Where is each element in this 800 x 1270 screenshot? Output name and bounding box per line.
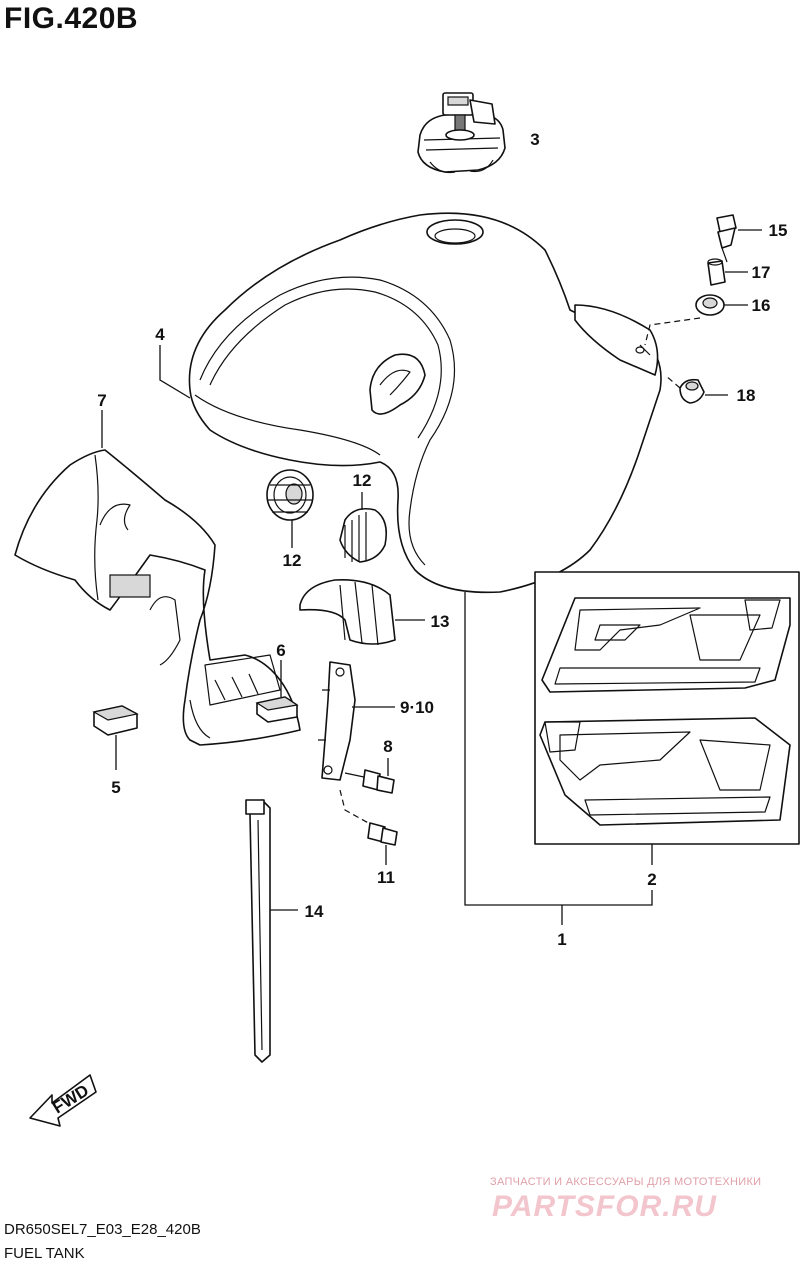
watermark-tagline: ЗАПЧАСТИ И АКСЕССУАРЫ ДЛЯ МОТОТЕХНИКИ bbox=[490, 1176, 762, 1188]
callout-part-12-upper: 12 bbox=[283, 551, 302, 570]
callout-part-18: 18 bbox=[737, 386, 756, 405]
dashed-line-8-11 bbox=[339, 789, 373, 826]
callout-part-2: 2 bbox=[647, 870, 656, 889]
cushion-part-12-lower[interactable] bbox=[339, 507, 388, 563]
callout-part-7: 7 bbox=[97, 391, 106, 410]
callout-part-9-10: 9·10 bbox=[400, 698, 434, 717]
bolt-part-11[interactable] bbox=[367, 822, 398, 846]
cushion-part-12-upper[interactable] bbox=[266, 469, 314, 521]
callout-part-15: 15 bbox=[769, 221, 788, 240]
callout-part-1: 1 bbox=[557, 930, 566, 949]
bolt-part-15[interactable] bbox=[716, 214, 737, 263]
assembly-bracket-part-1 bbox=[464, 592, 653, 906]
model-code: DR650SEL7_E03_E28_420B bbox=[4, 1221, 201, 1238]
bracket-part-9-10[interactable] bbox=[318, 661, 356, 781]
callout-part-14: 14 bbox=[305, 902, 324, 921]
callout-part-6: 6 bbox=[276, 641, 285, 660]
grommet-part-16[interactable] bbox=[695, 294, 725, 316]
figure-caption: FUEL TANK bbox=[4, 1245, 85, 1262]
callout-part-8: 8 bbox=[383, 737, 392, 756]
collar-part-17[interactable] bbox=[707, 258, 726, 286]
fuel-tank-part-1[interactable] bbox=[188, 212, 662, 594]
watermark-logo: PARTSFOR.RU bbox=[492, 1190, 717, 1223]
leader-part-4 bbox=[159, 345, 191, 399]
cushion-part-18[interactable] bbox=[679, 378, 705, 404]
dashed-line-16 bbox=[644, 317, 701, 346]
callout-part-17: 17 bbox=[752, 263, 771, 282]
callout-part-11: 11 bbox=[377, 868, 395, 887]
callout-part-4: 4 bbox=[155, 325, 165, 344]
fwd-direction-arrow: FWD bbox=[29, 1074, 97, 1127]
pad-part-5[interactable] bbox=[92, 705, 139, 736]
pad-part-6[interactable] bbox=[255, 696, 299, 723]
bolt-part-8[interactable] bbox=[344, 769, 395, 794]
callout-part-12-lower: 12 bbox=[353, 471, 372, 490]
decal-set-part-2[interactable] bbox=[534, 571, 800, 845]
dashed-line-18 bbox=[664, 374, 681, 389]
fuel-cap-part-3[interactable] bbox=[417, 92, 506, 174]
callout-part-3: 3 bbox=[530, 130, 539, 149]
callout-part-13: 13 bbox=[431, 612, 450, 631]
figure-title: FIG.420B bbox=[4, 2, 139, 35]
callout-part-5: 5 bbox=[111, 778, 120, 797]
cable-tie-part-14[interactable] bbox=[245, 799, 271, 1063]
callout-part-16: 16 bbox=[752, 296, 771, 315]
shroud-part-7[interactable] bbox=[14, 449, 301, 746]
cushion-part-13[interactable] bbox=[299, 578, 396, 646]
